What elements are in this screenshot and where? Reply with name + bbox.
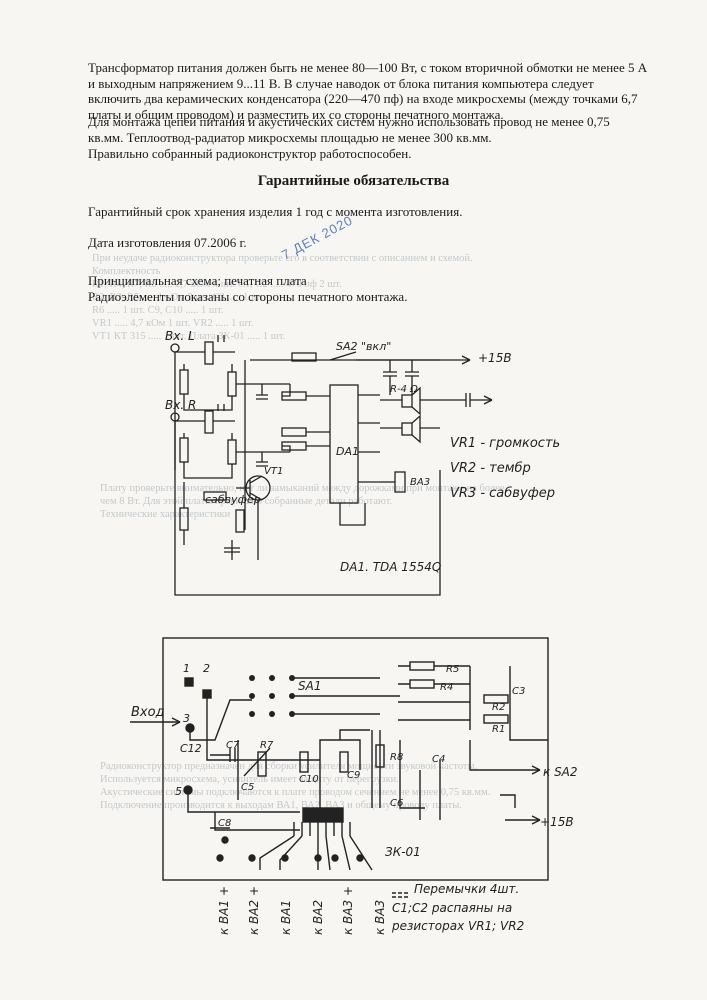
svg-text:C4: C4	[432, 754, 445, 765]
out-ba1: к ВА1	[279, 900, 293, 935]
manufacture-date: Дата изготовления 07.2006 г.	[88, 235, 247, 250]
chip-label: DA1. TDA 1554Q	[340, 560, 441, 574]
resistor-r2	[204, 410, 214, 434]
paragraph-wiring: Для монтажа цепей питания и акустических…	[88, 114, 610, 145]
vr3-note: VR3 - сабвуфер	[450, 486, 555, 501]
svg-text:R8: R8	[390, 752, 403, 763]
components-note: Радиоэлементы показаны со стороны печатн…	[88, 289, 408, 304]
warranty-text: Гарантийный срок хранения изделия 1 год …	[88, 204, 463, 219]
svg-text:C9: C9	[347, 770, 360, 781]
paragraph-transformer: Трансформатор питания должен быть не мен…	[88, 60, 648, 122]
pcb-input-label: Вход	[131, 705, 165, 720]
svg-text:R7: R7	[260, 740, 274, 751]
board-label: ЗК-01	[385, 845, 421, 859]
svg-text:3: 3	[183, 712, 190, 725]
da1-label: DA1	[336, 445, 359, 458]
speaker-ba2	[401, 422, 413, 436]
sa1-pads	[249, 675, 295, 717]
input-l-label: Вх. L	[165, 329, 195, 343]
subwoofer-label: сабвуфер	[205, 493, 261, 506]
sa2-label: SA2 "вкл"	[336, 340, 391, 353]
jumpers-note: Перемычки 4шт.	[414, 882, 519, 896]
plus15-label: +15В	[478, 351, 512, 365]
bleed-through-text-2: Плату проверьте внимательно, нет ли замы…	[100, 483, 505, 520]
diagram-caption: Принципиальная схема; печатная плата	[88, 273, 307, 288]
svg-text:C8: C8	[218, 818, 231, 829]
pcb-resistors	[398, 661, 509, 724]
svg-text:C6: C6	[390, 798, 403, 809]
out-ba1-plus: к ВА1 +	[217, 886, 231, 935]
svg-text:C3: C3	[512, 686, 525, 697]
capacitor-c12	[450, 393, 492, 407]
resistor-r6	[291, 352, 317, 362]
capacitor-c11	[405, 360, 419, 395]
speaker-ba1	[401, 394, 413, 408]
out-ba3-plus: к ВА3 +	[341, 886, 355, 935]
svg-text:C5: C5	[241, 782, 254, 793]
resistor-r7	[257, 751, 267, 777]
svg-text:R1: R1	[492, 724, 505, 735]
pcb-sa2-label: к SA2	[543, 765, 578, 779]
c1c2-note: С1;С2 распаяны на	[392, 901, 512, 915]
svg-text:R5: R5	[446, 664, 459, 675]
chip-pins	[293, 822, 351, 836]
resistor-r4	[235, 509, 245, 533]
resistors-note: резисторах VR1; VR2	[391, 919, 524, 933]
bleed-through-text: При неудаче радиоконструктора проверьте …	[92, 253, 473, 342]
vr1-note: VR1 - громкость	[450, 436, 560, 451]
svg-text:R2: R2	[492, 702, 505, 713]
svg-text:R4: R4	[440, 682, 453, 693]
out-ba2: к ВА2	[311, 900, 325, 935]
input-r-label: Вх. R	[165, 398, 196, 412]
resistor-r1	[204, 341, 214, 365]
capacitor-c12	[210, 748, 236, 762]
section-heading: Гарантийные обязательства	[257, 173, 450, 189]
resistor-r2b	[203, 491, 227, 501]
capacitor-c10	[383, 360, 397, 395]
capacitor-c9	[256, 394, 268, 467]
svg-text:5: 5	[175, 785, 182, 798]
svg-text:C10: C10	[299, 774, 319, 785]
bleed-through-text-3: Радиоконструктор предназначен для сборки…	[100, 761, 491, 811]
pcb-outline	[162, 637, 549, 881]
ba3-label: BA3	[410, 477, 430, 488]
vt1-label: VT1	[264, 466, 283, 477]
sa1-label: SA1	[298, 679, 321, 693]
pad-1	[184, 677, 194, 687]
svg-text:2: 2	[203, 662, 210, 675]
out-ba2-plus: к ВА2 +	[247, 886, 261, 935]
svg-text:C12: C12	[180, 742, 202, 755]
out-ba3: к ВА3	[373, 900, 387, 935]
pcb-plus15-label: +15В	[540, 815, 574, 829]
paragraph-works: Правильно собранный радиоконструктор раб…	[88, 146, 412, 161]
speaker-ba3	[394, 471, 406, 493]
svg-text:C7: C7	[226, 740, 240, 751]
r4ohm-label: R-4 Ω	[390, 384, 418, 395]
svg-text:1: 1	[183, 662, 190, 675]
chip-da1	[329, 384, 359, 504]
vr2-note: VR2 - тембр	[450, 461, 531, 476]
chip-footprint	[302, 807, 344, 823]
